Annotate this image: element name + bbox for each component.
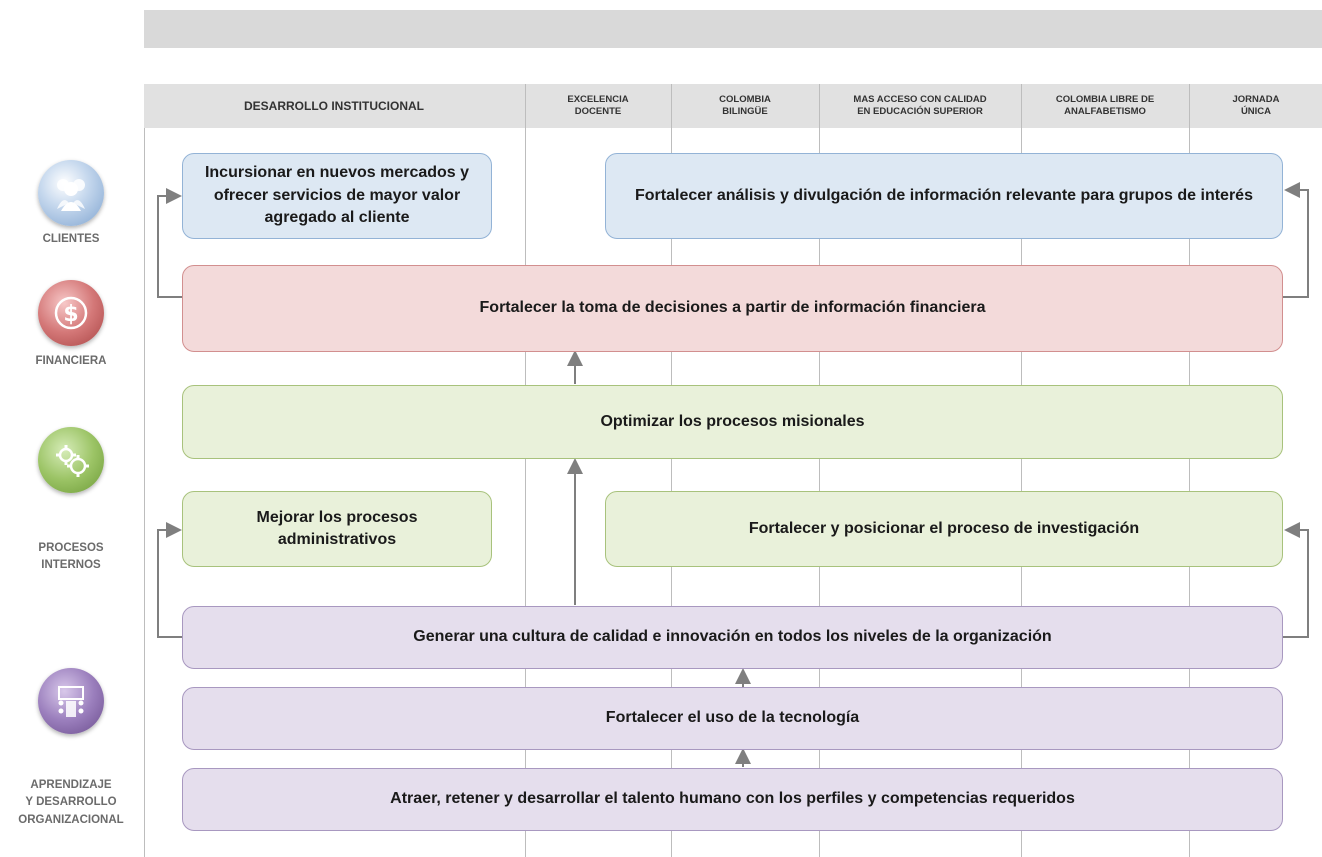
objective-nuevos-mercados: Incursionar en nuevos mercados y ofrecer… <box>182 153 492 239</box>
header-row: DESARROLLO INSTITUCIONAL EXCELENCIA DOCE… <box>144 84 1322 128</box>
title-bar <box>144 10 1322 48</box>
arrow-aprendizaje-to-procesos-right <box>1283 522 1309 638</box>
dollar-icon: $ <box>38 280 104 346</box>
column-divider <box>819 84 820 857</box>
objective-analisis-divulgacion: Fortalecer análisis y divulgación de inf… <box>605 153 1283 239</box>
header-colombia-bilingue: COLOMBIA BILINGÜE <box>719 94 771 117</box>
svg-text:$: $ <box>63 302 78 327</box>
left-border-line <box>144 128 145 857</box>
header-desarrollo-institucional: DESARROLLO INSTITUCIONAL <box>244 98 424 113</box>
header-mas-acceso: MAS ACCESO CON CALIDAD EN EDUCACIÓN SUPE… <box>853 94 987 117</box>
perspective-label-aprendizaje: APRENDIZAJE Y DESARROLLO ORGANIZACIONAL <box>18 779 124 826</box>
perspective-label-financiera: FINANCIERA <box>35 355 107 367</box>
objective-toma-decisiones: Fortalecer la toma de decisiones a parti… <box>182 265 1283 352</box>
meeting-icon <box>38 668 104 734</box>
perspective-label-procesos: PROCESOS INTERNOS <box>38 542 104 572</box>
objective-procesos-administrativos: Mejorar los procesos administrativos <box>182 491 492 567</box>
objective-uso-tecnologia: Fortalecer el uso de la tecnología <box>182 687 1283 750</box>
column-divider <box>1189 84 1190 857</box>
arrow-financiera-to-clientes-right <box>1283 182 1309 298</box>
column-divider <box>671 84 672 857</box>
gears-icon <box>38 427 104 493</box>
column-divider <box>1021 84 1022 857</box>
arrow-aprendizaje-to-procesos-left <box>157 522 182 638</box>
arrow-financiera-to-clientes-left <box>157 188 182 298</box>
header-excelencia-docente: EXCELENCIA DOCENTE <box>567 94 629 117</box>
column-divider <box>525 84 526 857</box>
objective-procesos-misionales: Optimizar los procesos misionales <box>182 385 1283 459</box>
clients-icon <box>38 160 104 226</box>
objective-talento-humano: Atraer, retener y desarrollar el talento… <box>182 768 1283 831</box>
perspective-label-clientes: CLIENTES <box>42 233 100 245</box>
objective-investigacion: Fortalecer y posicionar el proceso de in… <box>605 491 1283 567</box>
header-jornada-unica: JORNADA ÚNICA <box>1232 94 1280 117</box>
header-colombia-libre: COLOMBIA LIBRE DE ANALFABETISMO <box>1055 94 1155 117</box>
objective-cultura-calidad: Generar una cultura de calidad e innovac… <box>182 606 1283 669</box>
